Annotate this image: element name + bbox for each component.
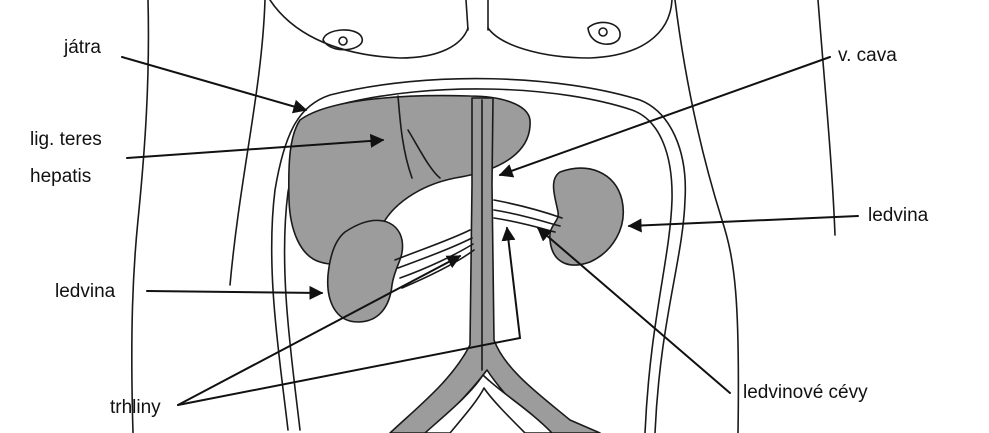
label-trhliny: trhliny: [110, 396, 161, 420]
liver-shape: [289, 96, 530, 265]
label-ledvina-left: ledvina: [55, 280, 115, 304]
nipple-right: [588, 22, 620, 44]
label-v-cava: v. cava: [838, 44, 897, 68]
label-lig-teres-line2: hepatis: [30, 165, 91, 189]
renal-vessels-right-3: [494, 218, 555, 232]
torso-outline-right-outer: [818, 0, 835, 235]
label-lig-teres-line1: lig. teres: [30, 128, 102, 152]
nipple-right-center: [599, 28, 607, 36]
arrow-ledvina-right: [629, 216, 858, 226]
label-ledvina-right: ledvina: [868, 204, 928, 228]
arrow-v-cava: [500, 57, 830, 175]
arrow-trhliny-3: [507, 228, 520, 338]
arrow-ledvinove-cevy: [538, 228, 730, 393]
renal-vessels-right-2: [494, 210, 560, 226]
chest-outline-right: [488, 0, 672, 58]
nipple-left-center: [339, 37, 347, 45]
arrow-ledvina-left: [147, 291, 322, 293]
label-jatra: játra: [64, 36, 101, 60]
kidney-right-shape: [550, 168, 623, 265]
label-ledvinove-cevy: ledvinové cévy: [743, 381, 868, 405]
arrow-trhliny-1: [178, 256, 460, 405]
sternum-line: [466, 0, 468, 30]
chest-outline-left: [270, 0, 468, 58]
torso-outline-left-inner: [230, 0, 265, 285]
renal-vessels-right-1: [494, 200, 562, 218]
renal-vessels-left-4: [402, 250, 474, 288]
arrow-jatra: [122, 57, 306, 110]
torso-outline-left-outer: [132, 0, 149, 433]
nipple-left: [323, 30, 362, 50]
